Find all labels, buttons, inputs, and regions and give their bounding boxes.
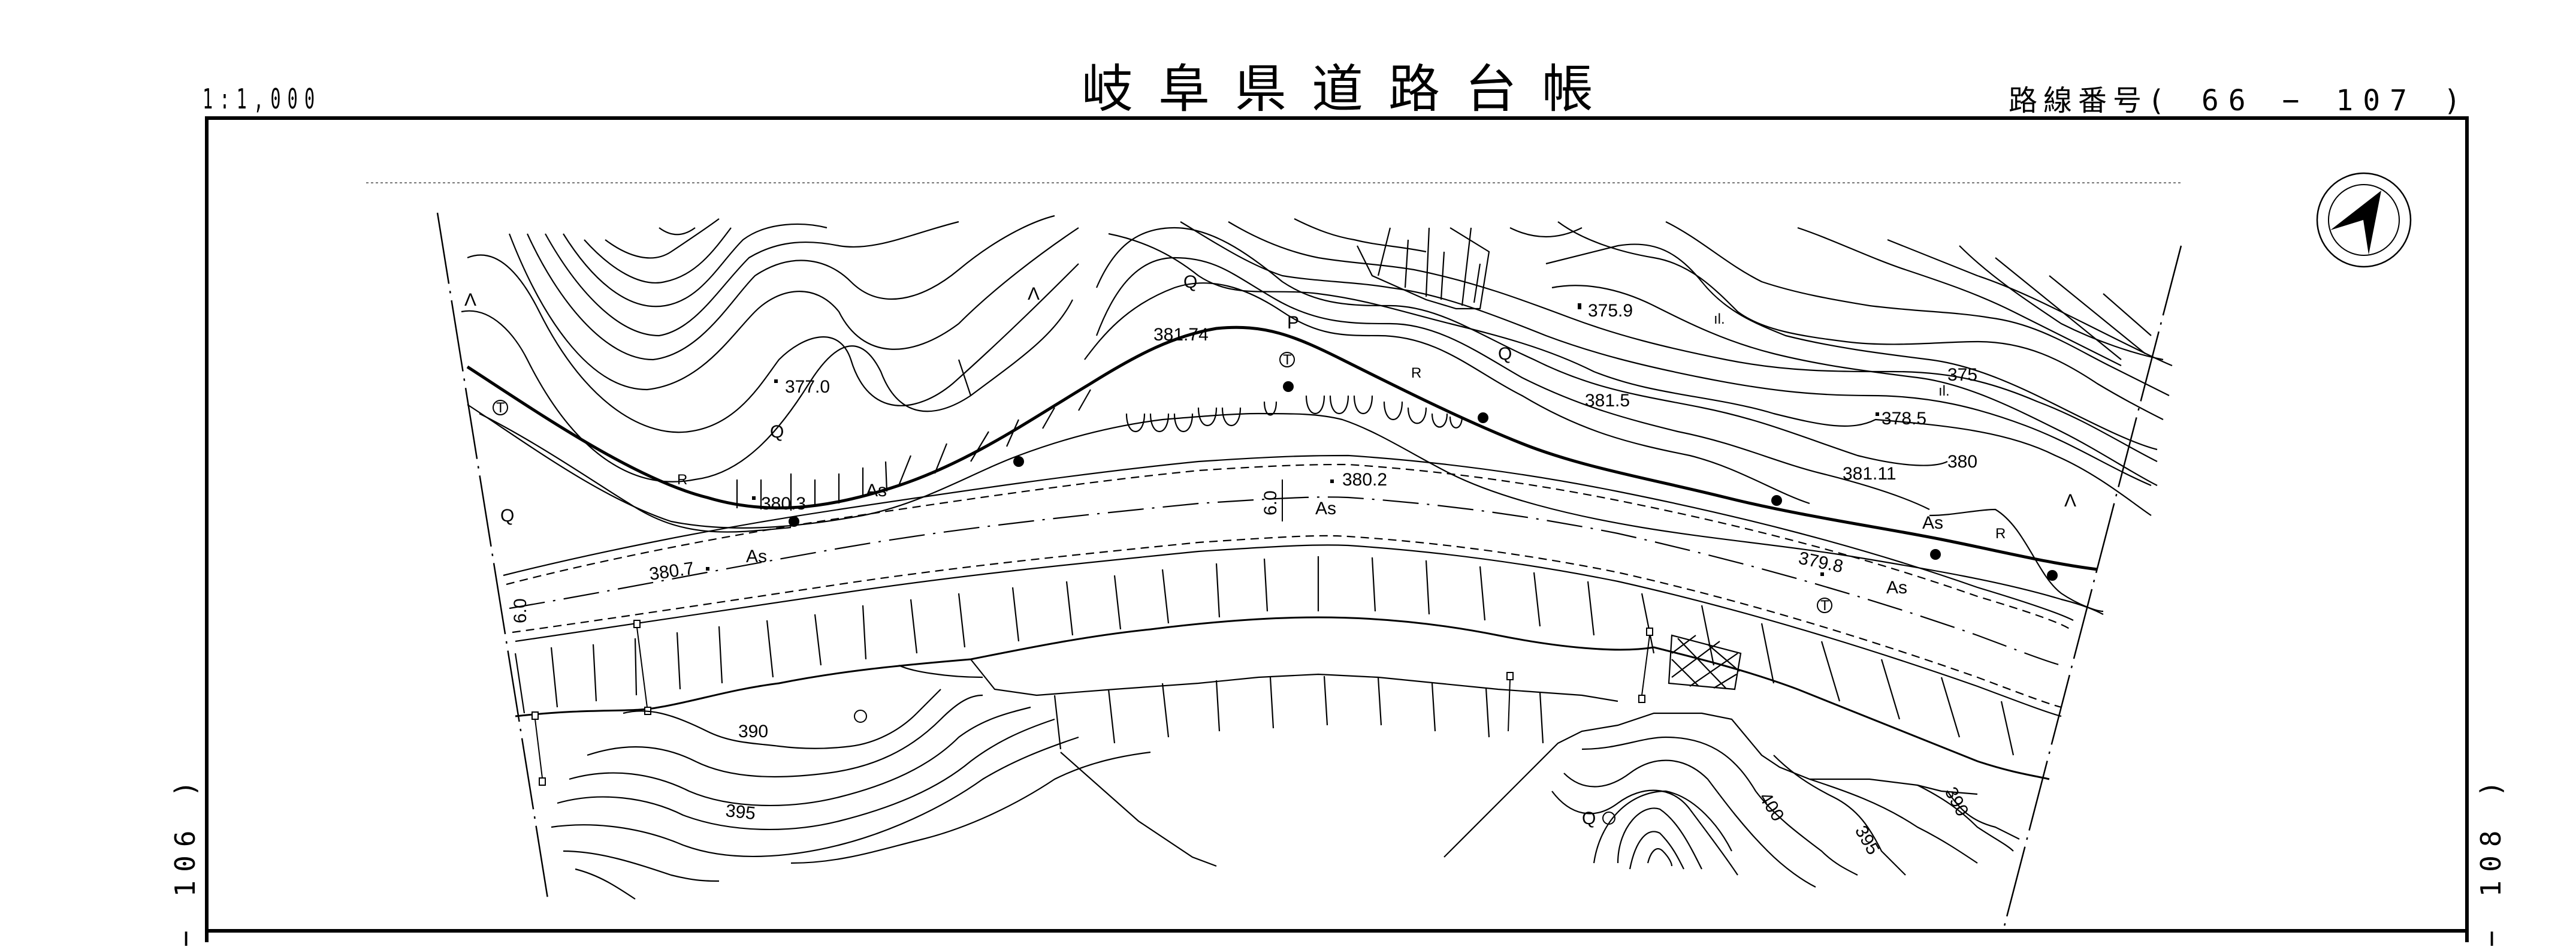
contour-label: 390 <box>738 722 768 741</box>
broadleaf-tree-symbol: Q <box>1183 272 1197 292</box>
contour-label: 375 <box>1947 365 1977 385</box>
spot-height: 380.2 <box>1342 470 1387 490</box>
route-number-value: ( 66 − 107 ) <box>2148 84 2471 117</box>
guardrail-label: R <box>1995 526 2006 542</box>
main-road <box>503 454 2074 786</box>
spot-height: 380.7 <box>648 559 695 584</box>
pavement-label: As <box>1315 499 1336 518</box>
slope-hatching-south-lower <box>1053 675 1544 750</box>
contour-lines-south <box>551 689 2020 900</box>
conifer-symbol: Λ <box>2064 491 2076 511</box>
svg-text:T: T <box>496 400 505 416</box>
retaining-wall-ticks <box>736 359 1091 511</box>
spot-height: 377.0 <box>785 377 830 397</box>
cut-slope-loops <box>1125 395 1463 432</box>
wasteland-symbol: ıl. <box>1714 311 1725 327</box>
utility-pole-symbol: P <box>1287 313 1299 333</box>
contour-lines-north <box>461 215 2173 613</box>
slope-hatching-south <box>514 556 2015 756</box>
pavement-label: As <box>866 481 887 500</box>
conifer-symbol: Λ <box>464 290 476 310</box>
contour-label: 395 <box>724 801 756 824</box>
hatched-structure <box>1668 634 1742 690</box>
north-arrow-icon <box>2316 172 2412 268</box>
broadleaf-tree-symbol: Q <box>1582 809 1596 828</box>
conifer-symbol: Λ <box>1028 284 1040 304</box>
survey-limit-right <box>2003 245 2182 927</box>
broadleaf-tree-symbol: Q <box>500 506 514 526</box>
route-number-label: 路線番号 <box>2009 84 2148 117</box>
map-labels: 377.0 380.3 380.7 381.74 375.9 381.5 380… <box>464 272 2076 858</box>
structure-outline <box>1357 227 1583 310</box>
contour-label: 380 <box>1947 452 1977 472</box>
broadleaf-tree-symbol: Q <box>770 422 784 442</box>
broadleaf-tree-symbol: Q <box>1498 344 1512 364</box>
spot-height: 380.3 <box>761 494 806 514</box>
markers <box>789 381 2058 825</box>
road-width-label: 6.0 <box>511 598 530 623</box>
spot-height: 378.5 <box>1882 409 1926 429</box>
pavement-label: As <box>1886 578 1907 598</box>
telephone-pole-symbol: T T T <box>493 352 1832 614</box>
guardrail-label: R <box>677 472 687 488</box>
pavement-label: As <box>1922 513 1943 533</box>
survey-limit-left <box>436 212 549 903</box>
guardrail-label: R <box>1411 365 1421 381</box>
svg-text:T: T <box>1820 598 1829 614</box>
boundary-posts <box>531 620 1653 786</box>
sheet-title: 岐阜県道路台帳 <box>1082 59 1618 119</box>
contour-label: 395 <box>1851 822 1883 858</box>
spot-height: 381.5 <box>1585 391 1630 411</box>
wasteland-symbol: ıl. <box>1938 383 1950 399</box>
svg-text:T: T <box>1283 352 1292 368</box>
sheet-frame <box>205 116 2469 942</box>
map-scale: 1:1,000 <box>203 83 322 115</box>
road-width-label: 6.0 <box>1261 490 1281 515</box>
spot-height: 381.74 <box>1153 325 1209 345</box>
route-number: 路線番号( 66 − 107 ) <box>2009 77 2471 119</box>
spot-height: 375.9 <box>1588 301 1633 321</box>
spot-height: 381.11 <box>1843 464 1896 484</box>
pavement-label: As <box>746 547 767 566</box>
